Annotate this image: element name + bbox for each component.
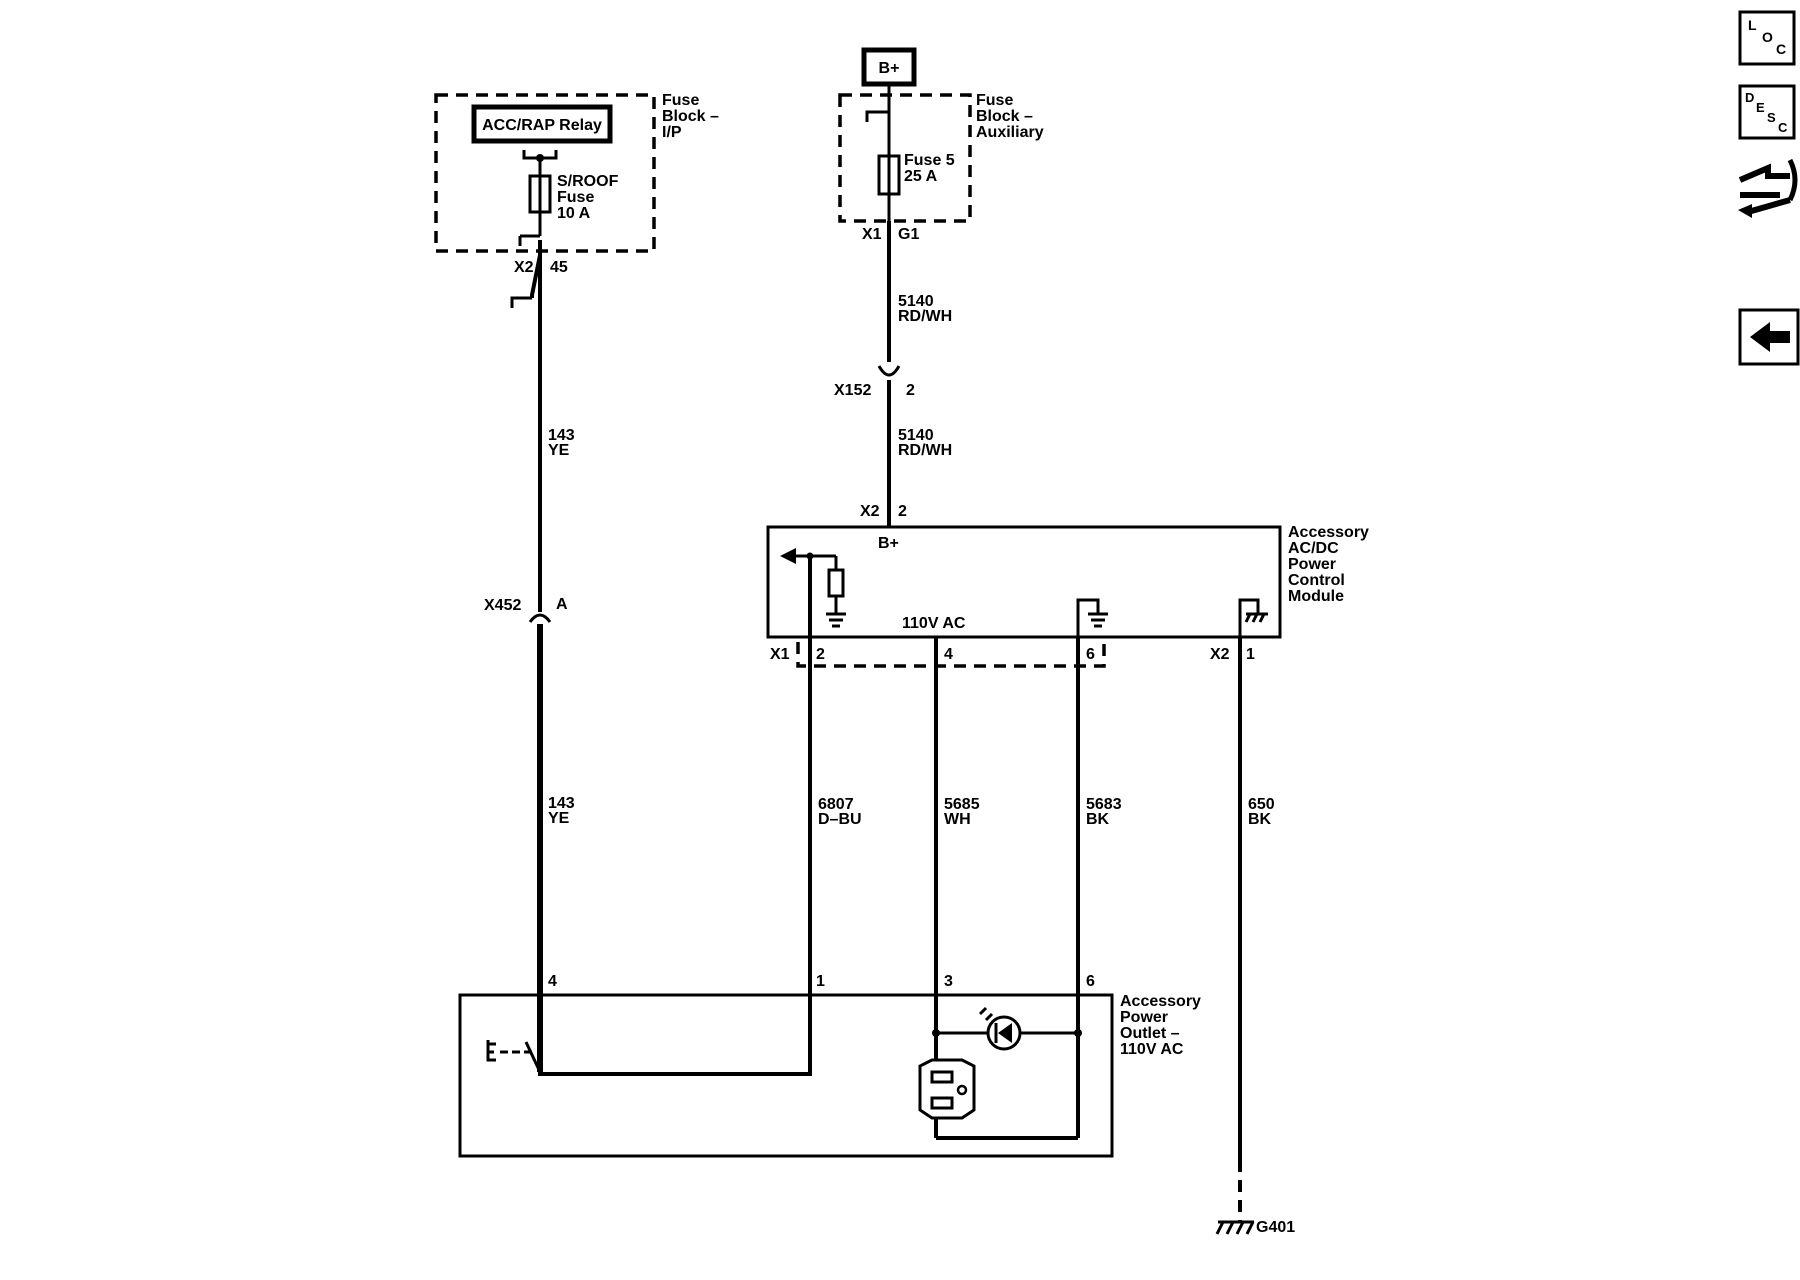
acc-rap-relay-label: ACC/RAP Relay: [482, 117, 602, 134]
x152-name: X152: [834, 382, 871, 399]
fuse-block-aux-title-3: Auxiliary: [976, 124, 1044, 141]
wire-143-lower-num: 143: [548, 795, 575, 812]
outlet-title-3: Outlet –: [1120, 1025, 1180, 1042]
signal-ground-icon: [826, 612, 846, 628]
x452-connector: [528, 613, 552, 623]
outlet-pin-1: 1: [816, 973, 825, 990]
x152-connector: [877, 365, 901, 377]
fuse-block-aux-title-2: Block –: [976, 108, 1033, 125]
outlet-pin-3: 3: [944, 973, 953, 990]
wire-5685-color: WH: [944, 811, 971, 828]
loc-letter-l: L: [1748, 17, 1757, 33]
desc-button[interactable]: D E S C: [1738, 84, 1796, 140]
sroof-fuse-label-3: 10 A: [557, 205, 591, 222]
wire-650-num: 650: [1248, 796, 1275, 813]
sroof-fuse-label-1: S/ROOF: [557, 173, 619, 190]
fuse-block-aux-title-1: Fuse: [976, 92, 1013, 109]
back-arrow-icon: [1750, 322, 1790, 352]
x152-pin: 2: [906, 382, 915, 399]
x1-bottom-pin-6: 6: [1086, 646, 1095, 663]
x2-bottom-pin: 1: [1246, 646, 1255, 663]
g401-ground-icon: [1215, 1220, 1255, 1235]
outlet-title-4: 110V AC: [1120, 1041, 1184, 1058]
fuse-5-label-1: Fuse 5: [904, 152, 955, 169]
x1-bottom-pin-4: 4: [944, 646, 953, 663]
loc-letter-o: O: [1762, 29, 1773, 45]
x2-top-pin: 2: [898, 503, 907, 520]
x1-connector-bracket: [796, 642, 1106, 668]
wire-5140-upper-color: RD/WH: [898, 308, 952, 325]
wire-5685-num: 5685: [944, 796, 980, 813]
desc-letter-s: S: [1767, 110, 1776, 125]
wire-5140-lower-num: 5140: [898, 427, 934, 444]
fuse-aux-pin: G1: [898, 226, 919, 243]
outlet-title-2: Power: [1120, 1009, 1168, 1026]
shield-ground-icon: [1088, 612, 1108, 628]
accessory-power-control-module: Accessory AC/DC Power Control Module B+ …: [766, 524, 1369, 639]
wire-650-color: BK: [1248, 811, 1272, 828]
wire-143-upper-color: YE: [548, 442, 570, 459]
enable-switch-icon: [486, 1040, 542, 1073]
outlet-pin-4: 4: [548, 973, 557, 990]
wire-5140-upper-num: 5140: [898, 293, 934, 310]
x2-bottom-name: X2: [1210, 646, 1230, 663]
x452-pin: A: [556, 596, 568, 613]
loc-letter-c: C: [1776, 41, 1786, 57]
outlet-pin-6: 6: [1086, 973, 1095, 990]
fuse-block-aux: B+ Fuse Block – Auxiliary Fuse 5 25 A: [838, 47, 1044, 223]
desc-letter-d: D: [1745, 90, 1754, 105]
pulldown-resistor-symbol: [827, 568, 845, 598]
connector-repair-icon[interactable]: [1738, 158, 1798, 218]
accessory-power-outlet: Accessory Power Outlet – 110V AC 4 1 3 6: [458, 973, 1201, 1158]
wire-6807-num: 6807: [818, 796, 854, 813]
wire-143-lower-color: YE: [548, 810, 570, 827]
x2-top-name: X2: [860, 503, 880, 520]
ac-receptacle-icon: [918, 1058, 976, 1120]
wire-6807-color: D–BU: [818, 811, 862, 828]
wire-5683-num: 5683: [1086, 796, 1122, 813]
outlet-title-1: Accessory: [1120, 993, 1201, 1010]
module-title-5: Module: [1288, 588, 1344, 605]
module-title-1: Accessory: [1288, 524, 1369, 541]
fuse-aux-connector: X1: [862, 226, 882, 243]
x1-bottom-name: X1: [770, 646, 790, 663]
desc-letter-c: C: [1778, 120, 1788, 135]
fuse-block-ip: Fuse Block – I/P ACC/RAP Relay S/ROOF Fu…: [434, 92, 719, 253]
b-plus-source-label: B+: [879, 60, 900, 77]
x452-name: X452: [484, 597, 521, 614]
fuse-block-ip-title-2: Block –: [662, 108, 719, 125]
back-button[interactable]: [1738, 308, 1800, 366]
wire-5683-color: BK: [1086, 811, 1110, 828]
module-title-4: Control: [1288, 572, 1345, 589]
sroof-fuse-label-2: Fuse: [557, 189, 594, 206]
fuse-block-ip-title-3: I/P: [662, 124, 682, 141]
acc-rap-relay-box: [471, 104, 613, 144]
x1-bottom-pin-2: 2: [816, 646, 825, 663]
module-b-plus: B+: [878, 535, 899, 552]
fuse-5-label-2: 25 A: [904, 168, 938, 185]
fuse-block-ip-title-1: Fuse: [662, 92, 699, 109]
module-ac-label: 110V AC: [902, 615, 966, 632]
g401-label: G401: [1256, 1219, 1295, 1236]
fuse-ip-pin: 45: [550, 259, 568, 276]
wire-5140-lower-color: RD/WH: [898, 442, 952, 459]
loc-button[interactable]: L O C: [1738, 10, 1796, 66]
module-title-2: AC/DC: [1288, 540, 1339, 557]
chassis-ground-icon: [1244, 612, 1268, 623]
output-arrow-icon: [780, 548, 796, 564]
module-title-3: Power: [1288, 556, 1336, 573]
wire-143-upper-num: 143: [548, 427, 575, 444]
indicator-led-icon: [978, 1006, 1022, 1051]
desc-letter-e: E: [1756, 100, 1765, 115]
fuse-ip-connector: X2: [514, 259, 534, 276]
